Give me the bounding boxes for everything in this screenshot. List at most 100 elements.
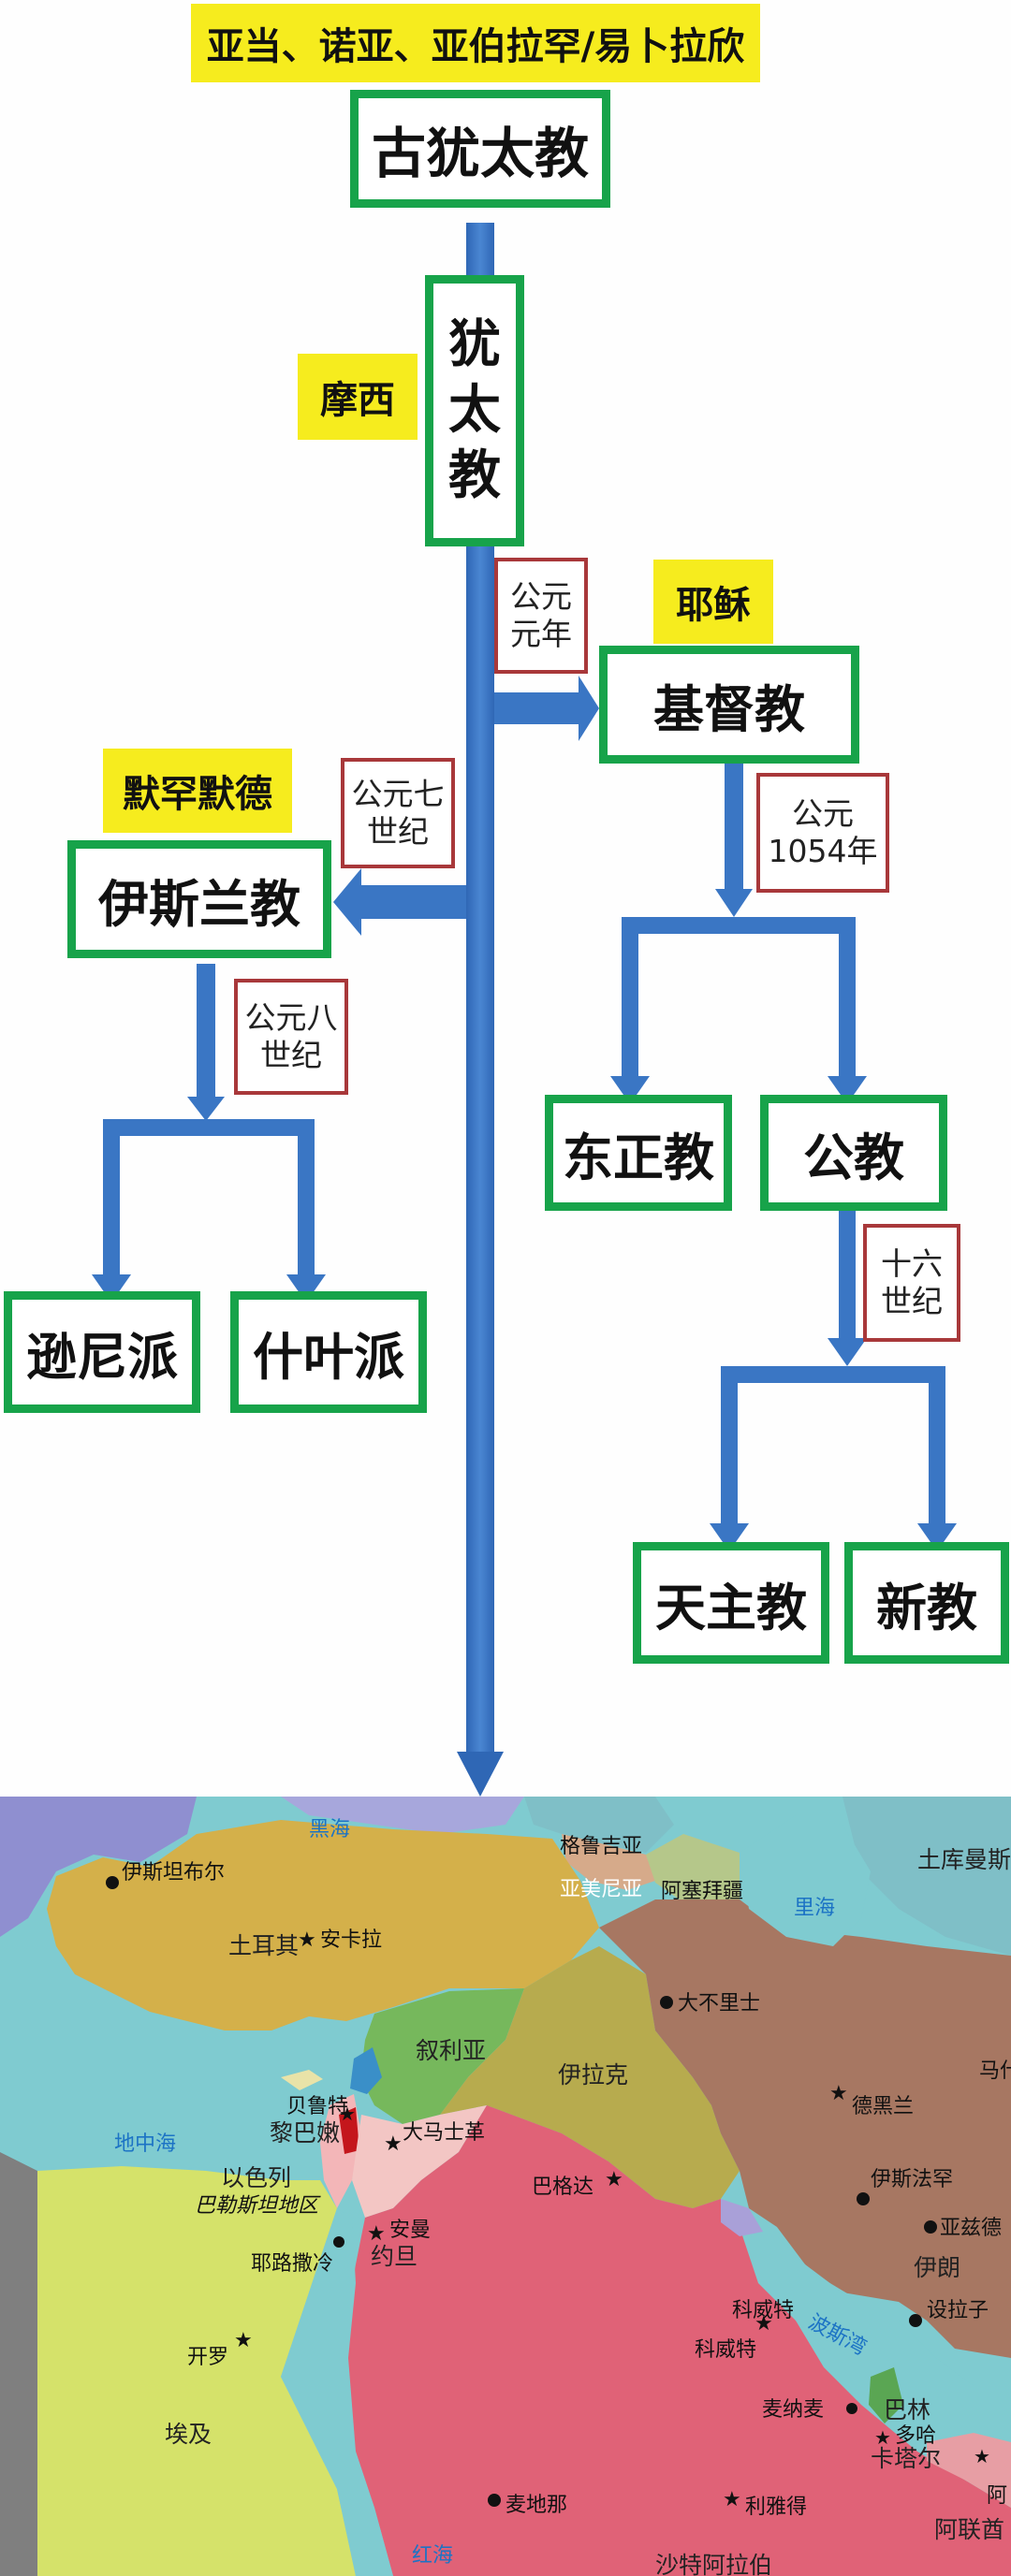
label-kuwait-city: 科威特 — [695, 2338, 756, 2362]
region-kuwait — [721, 2199, 763, 2236]
label-beirut: 贝鲁特 — [286, 2095, 348, 2118]
middle-east-map: 黑海 里海 地中海 红海 波斯湾 土耳其 格鲁吉亚 亚美尼亚 阿塞拜疆 土库曼斯… — [0, 1797, 1011, 2576]
region-armenia — [562, 1834, 655, 1890]
dot-yazd — [924, 2220, 937, 2234]
label-caspian: 里海 — [794, 1897, 835, 1920]
christianity-split-bar — [622, 917, 856, 934]
catholic-church-stem — [839, 1207, 856, 1347]
label-turkmenistan: 土库曼斯 — [917, 1846, 1011, 1873]
star-uae: ★ — [974, 2445, 990, 2467]
label-riyadh: 利雅得 — [745, 2496, 807, 2519]
label-doha: 多哈 — [895, 2424, 936, 2448]
region-iraq — [440, 1946, 740, 2208]
region-jordan — [352, 2105, 487, 2218]
label-oman: 阿 — [987, 2484, 1007, 2508]
label-mashhad: 马什 — [979, 2059, 1011, 2083]
node-protestantism: 新教 — [844, 1542, 1009, 1664]
to-orthodox-line — [622, 917, 638, 1076]
label-mediterranean: 地中海 — [114, 2132, 176, 2156]
region-cyprus — [281, 2070, 323, 2090]
label-kuwait-country: 科威特 — [732, 2299, 794, 2322]
dot-isfahan — [857, 2192, 870, 2205]
label-iran: 伊朗 — [914, 2254, 960, 2281]
judaism-char-2: 太 — [448, 380, 501, 441]
star-doha: ★ — [874, 2426, 891, 2449]
to-orthodox-head — [610, 1076, 650, 1104]
region-azerbaijan — [646, 1834, 740, 1909]
label-jordan: 约旦 — [371, 2243, 418, 2270]
to-shia-head — [286, 1274, 326, 1303]
label-uae: 阿联酋 — [934, 2516, 1004, 2543]
star-amman: ★ — [367, 2222, 386, 2246]
christianity-stem-head — [715, 889, 753, 917]
star-baghdad: ★ — [605, 2168, 623, 2191]
star-cairo: ★ — [234, 2329, 253, 2352]
region-qatar — [869, 2367, 903, 2423]
label-amman: 安曼 — [389, 2219, 431, 2242]
label-egypt: 埃及 — [165, 2421, 212, 2448]
label-jerusalem: 耶路撒冷 — [251, 2252, 333, 2276]
founder-moses: 摩西 — [298, 354, 418, 440]
dot-medina — [488, 2494, 501, 2507]
region-syria — [360, 1988, 524, 2124]
dot-shiraz — [909, 2314, 922, 2327]
label-iraq: 伊拉克 — [558, 2061, 628, 2088]
label-palestine: 巴勒斯坦地区 — [195, 2194, 321, 2218]
title-banner: 亚当、诺亚、亚伯拉罕/易卜拉欣 — [191, 4, 760, 82]
dot-manama — [846, 2403, 857, 2414]
node-catholic-church: 公教 — [760, 1095, 947, 1211]
arrow-to-islam — [359, 885, 466, 919]
label-damascus: 大马士革 — [403, 2121, 485, 2145]
christianity-stem — [725, 760, 743, 898]
arrow-to-islam-head — [333, 868, 361, 936]
label-armenia: 亚美尼亚 — [560, 1878, 642, 1901]
to-shia-line — [298, 1119, 315, 1278]
node-shia: 什叶派 — [230, 1291, 427, 1413]
label-tabriz: 大不里士 — [678, 1992, 760, 2016]
islam-stem-head — [187, 1097, 225, 1121]
label-tehran: 德黑兰 — [852, 2095, 914, 2118]
star-beirut: ★ — [339, 2103, 356, 2125]
judaism-char-1: 犹 — [448, 314, 501, 375]
region-libya — [0, 2152, 37, 2576]
star-kuwait: ★ — [755, 2312, 773, 2336]
founder-muhammad: 默罕默德 — [103, 749, 292, 833]
label-georgia: 格鲁吉亚 — [560, 1835, 642, 1858]
arrow-to-christianity-head — [579, 676, 599, 741]
label-cairo: 开罗 — [187, 2346, 228, 2369]
node-ancient-judaism: 古犹太教 — [350, 90, 610, 208]
star-riyadh: ★ — [723, 2488, 741, 2511]
label-medina: 麦地那 — [506, 2494, 567, 2517]
to-protestantism-head — [917, 1523, 957, 1551]
star-damascus: ★ — [384, 2132, 403, 2156]
node-christianity: 基督教 — [599, 646, 859, 764]
region-lebanon — [350, 2047, 382, 2094]
region-georgia — [524, 1797, 674, 1853]
node-judaism: 犹 太 教 — [425, 275, 524, 546]
dot-jerusalem — [333, 2236, 344, 2248]
judaism-char-3: 教 — [448, 445, 501, 506]
label-azerbaijan: 阿塞拜疆 — [661, 1880, 743, 1903]
region-uae — [927, 2433, 1011, 2508]
label-qatar: 卡塔尔 — [871, 2445, 941, 2472]
to-catholicism-head — [710, 1523, 749, 1551]
label-black-sea: 黑海 — [309, 1818, 350, 1841]
catholic-church-stem-head — [828, 1338, 867, 1366]
region-egypt — [37, 2166, 356, 2576]
region-balkans — [0, 1797, 197, 1937]
to-sunni-head — [92, 1274, 131, 1303]
label-syria: 叙利亚 — [416, 2037, 486, 2064]
star-ankara: ★ — [298, 1928, 316, 1952]
region-black-sea-north — [281, 1797, 524, 1834]
dot-tabriz — [660, 1996, 673, 2009]
label-bahrain: 巴林 — [884, 2396, 930, 2423]
region-turkey — [47, 1820, 599, 2030]
dot-istanbul — [106, 1876, 119, 1889]
label-saudi: 沙特阿拉伯 — [655, 2552, 772, 2576]
region-turkmenistan — [842, 1797, 1011, 1956]
islam-split-bar — [103, 1119, 315, 1136]
sea-caspian — [740, 1815, 871, 1946]
region-saudi-arabia — [337, 2105, 1011, 2576]
label-manama: 麦纳麦 — [762, 2398, 824, 2422]
